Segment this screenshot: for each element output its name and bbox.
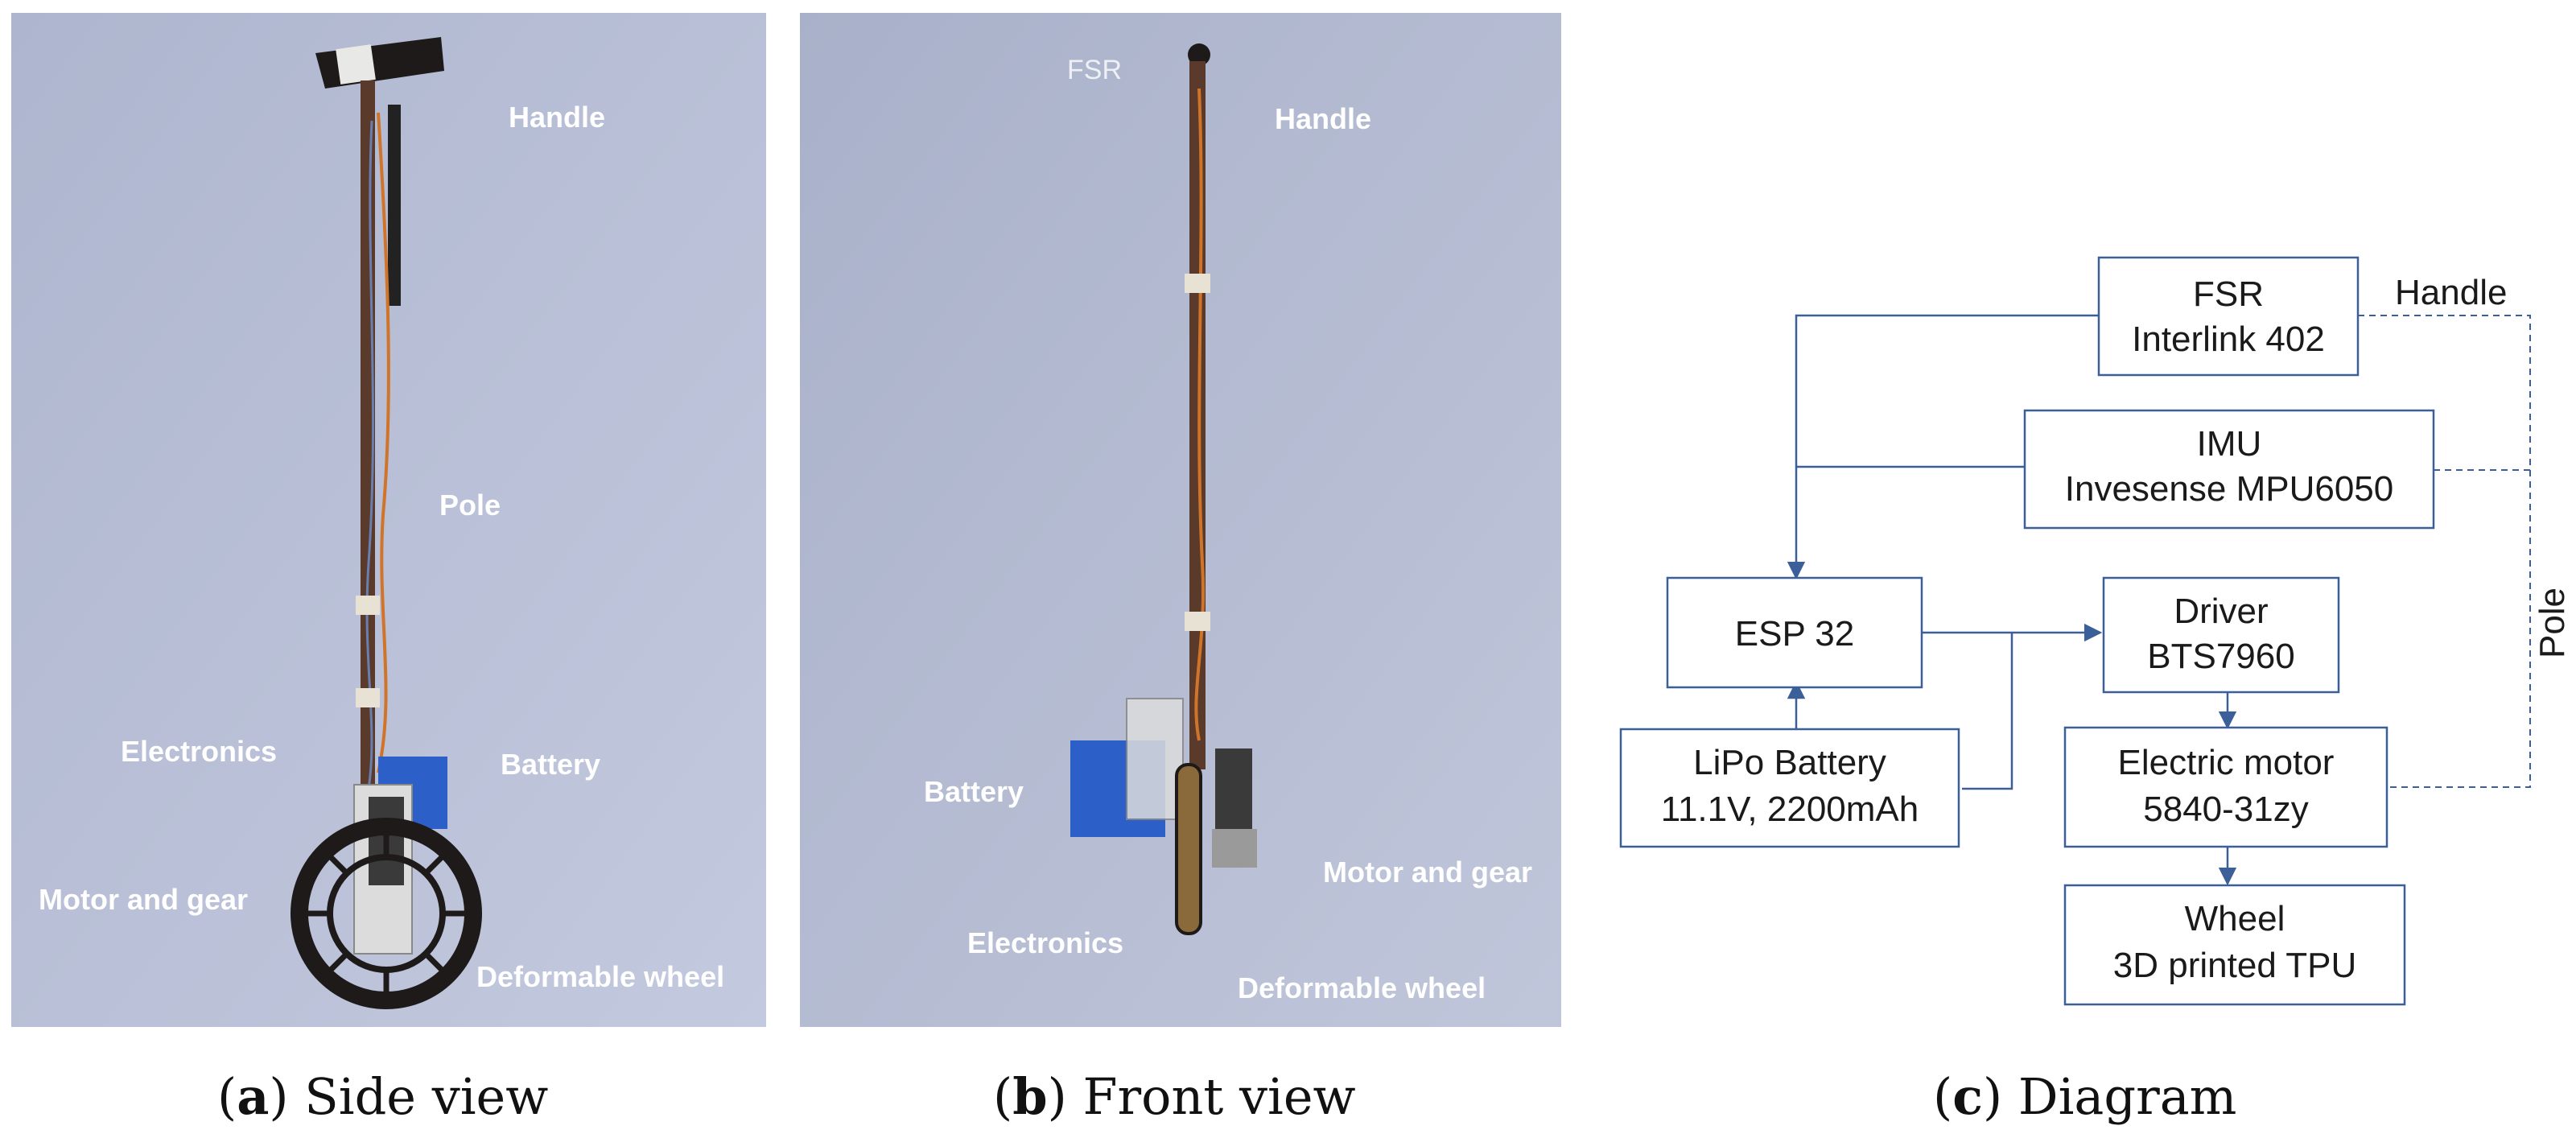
node-driver-line2: BTS7960 xyxy=(2147,637,2294,676)
panel-a-caption: (a) Side view xyxy=(217,1067,548,1126)
node-fsr-line1: FSR xyxy=(2193,274,2264,314)
node-wheel-line1: Wheel xyxy=(2185,899,2285,938)
connector-lipo-to-driver xyxy=(1962,633,2013,790)
panel-a-tape-wrap xyxy=(336,44,376,85)
panel-a-label-motor-gear: Motor and gear xyxy=(39,883,248,916)
panel-a-label-handle: Handle xyxy=(509,101,605,134)
node-wheel-line2: 3D printed TPU xyxy=(2113,946,2356,985)
panel-a-label-pole: Pole xyxy=(439,489,501,522)
node-driver: Driver BTS7960 xyxy=(2102,576,2340,694)
connector-fsr-to-esp xyxy=(1787,314,2099,580)
side-label-handle: Handle xyxy=(2395,273,2507,312)
panel-b-handle-knob xyxy=(1188,43,1210,66)
panel-c-caption-text: Diagram xyxy=(2002,1067,2236,1126)
node-esp32: ESP 32 xyxy=(1666,576,1923,689)
node-motor-line2: 5840-31zy xyxy=(2143,790,2308,829)
node-motor-line1: Electric motor xyxy=(2118,743,2335,782)
panel-a-tape-band-1 xyxy=(356,596,380,615)
panel-b-wheel-profile xyxy=(1175,763,1202,935)
side-label-pole: Pole xyxy=(2533,588,2572,658)
panel-b-caption-text: Front view xyxy=(1067,1067,1356,1126)
node-lipo-line2: 11.1V, 2200mAh xyxy=(1661,790,1919,829)
panel-a-tape-band-2 xyxy=(356,688,380,707)
panel-c-caption-letter: c xyxy=(1952,1067,1983,1126)
node-fsr: FSR Interlink 402 xyxy=(2097,256,2360,377)
node-driver-line1: Driver xyxy=(2174,592,2268,631)
node-imu-line1: IMU xyxy=(2197,424,2262,464)
panel-b-wires xyxy=(1194,88,1206,741)
panel-b-caption-letter: b xyxy=(1012,1067,1047,1126)
node-esp32-line1: ESP 32 xyxy=(1735,614,1854,654)
node-fsr-line2: Interlink 402 xyxy=(2132,320,2325,359)
panel-b-tape-band-1 xyxy=(1185,274,1210,293)
panel-c-diagram: FSR Interlink 402 IMU Invesense MPU6050 … xyxy=(1619,256,2572,1126)
panel-b-label-electronics: Electronics xyxy=(967,926,1123,959)
dashed-handle-group xyxy=(2358,315,2531,788)
panel-a-label-battery: Battery xyxy=(501,748,600,781)
panel-b-label-fsr: FSR xyxy=(1067,55,1122,85)
panel-a-label-deformable-wheel: Deformable wheel xyxy=(476,960,724,993)
panel-a-caption-letter: a xyxy=(237,1067,269,1126)
panel-a-wheel-spokes xyxy=(299,827,473,1000)
panel-b-gear xyxy=(1212,829,1257,868)
panel-a-fsr-strip xyxy=(388,105,401,306)
node-lipo-line1: LiPo Battery xyxy=(1693,743,1886,782)
panel-a-wires-2 xyxy=(365,120,375,790)
panel-b-front-view: FSR Handle Battery Motor and gear Electr… xyxy=(800,13,1561,1126)
panel-b-label-battery: Battery xyxy=(924,775,1024,808)
panel-b-label-handle: Handle xyxy=(1275,102,1371,135)
panel-c-caption: (c) Diagram xyxy=(1933,1067,2236,1126)
node-imu-line2: Invesense MPU6050 xyxy=(2065,469,2393,509)
panel-a-caption-text: Side view xyxy=(289,1067,549,1126)
node-wheel: Wheel 3D printed TPU xyxy=(2063,884,2406,1006)
node-imu: IMU Invesense MPU6050 xyxy=(2023,409,2435,530)
panel-b-electronics-board xyxy=(1126,698,1184,820)
panel-a-wires xyxy=(377,112,390,773)
panel-b-tape-band-2 xyxy=(1185,612,1210,631)
panel-b-caption: (b) Front view xyxy=(993,1067,1356,1126)
panel-a-side-view: Handle Pole Electronics Battery Motor an… xyxy=(11,13,766,1126)
panel-b-label-deformable-wheel: Deformable wheel xyxy=(1238,971,1486,1004)
panel-a-label-electronics: Electronics xyxy=(121,735,277,768)
node-electric-motor: Electric motor 5840-31zy xyxy=(2063,726,2388,848)
panel-b-label-motor-gear: Motor and gear xyxy=(1323,856,1532,889)
node-lipo-battery: LiPo Battery 11.1V, 2200mAh xyxy=(1619,728,1960,848)
